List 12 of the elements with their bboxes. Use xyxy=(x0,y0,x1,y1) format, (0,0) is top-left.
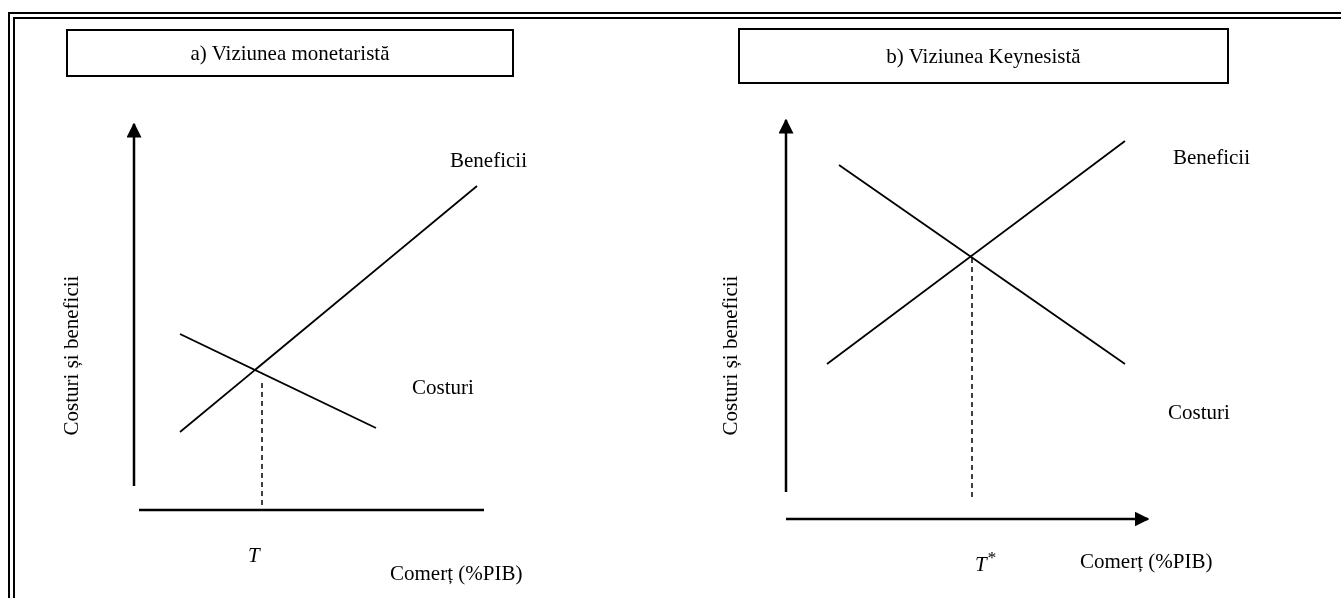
curve-label: Beneficii xyxy=(1173,147,1250,168)
axis-label: Costuri și beneficii xyxy=(61,275,83,435)
curve-label: Beneficii xyxy=(450,150,527,171)
title-box: b) Viziunea Keynesistă xyxy=(738,28,1229,84)
axis-label: Costuri și beneficii xyxy=(720,275,742,435)
axis-label: Comerț (%PIB) xyxy=(1080,551,1213,572)
title-box: a) Viziunea monetaristă xyxy=(66,29,514,77)
axis-label: Comerț (%PIB) xyxy=(390,563,523,584)
curve-label: Costuri xyxy=(1168,402,1230,423)
axis-tick-label: T$^{*}$ xyxy=(975,549,996,575)
curve-label: Costuri xyxy=(412,377,474,398)
axis-tick-label: T xyxy=(248,545,260,566)
